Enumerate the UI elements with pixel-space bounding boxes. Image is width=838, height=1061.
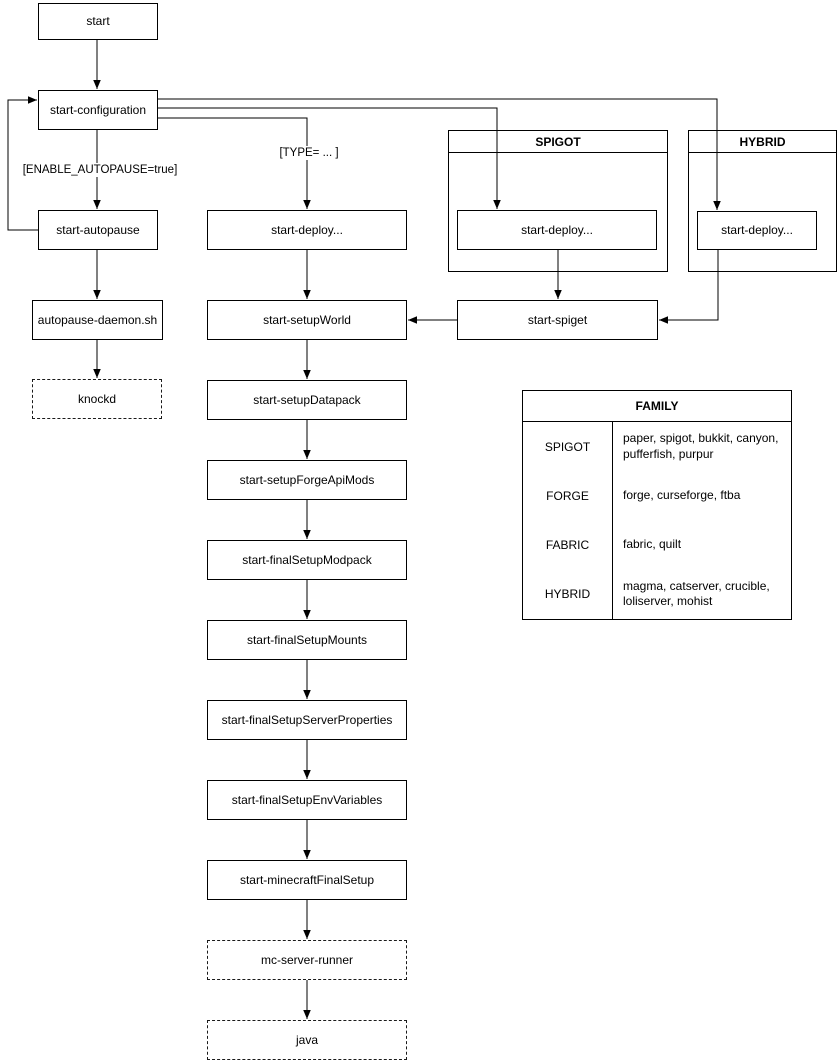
- family-cell: FABRIC: [523, 520, 613, 570]
- node-start-final-setup-modpack: start-finalSetupModpack: [207, 540, 407, 580]
- servers-cell: fabric, quilt: [623, 537, 682, 552]
- node-start-setup-world: start-setupWorld: [207, 300, 407, 340]
- family-cell: FORGE: [523, 471, 613, 521]
- node-start-setup-forge-api-mods: start-setupForgeApiMods: [207, 460, 407, 500]
- group-spigot-title: SPIGOT: [449, 131, 667, 153]
- group-hybrid: HYBRID: [688, 130, 837, 272]
- family-table-title: FAMILY: [523, 391, 791, 422]
- node-start-spiget: start-spiget: [457, 300, 658, 340]
- node-start-configuration: start-configuration: [38, 90, 158, 130]
- node-start-final-setup-server-properties: start-finalSetupServerProperties: [207, 700, 407, 740]
- node-start-deploy-main: start-deploy...: [207, 210, 407, 250]
- table-row: HYBRID magma, catserver, crucible, lolis…: [523, 569, 791, 619]
- node-start-final-setup-mounts: start-finalSetupMounts: [207, 620, 407, 660]
- table-row: SPIGOT paper, spigot, bukkit, canyon, pu…: [523, 422, 791, 472]
- servers-cell: paper, spigot, bukkit, canyon, pufferfis…: [623, 431, 779, 461]
- group-hybrid-title: HYBRID: [689, 131, 836, 153]
- edge-label-type: [TYPE= ... ]: [262, 146, 356, 160]
- family-cell: HYBRID: [523, 569, 613, 619]
- node-java: java: [207, 1020, 407, 1060]
- edge-label-enable-autopause: [ENABLE_AUTOPAUSE=true]: [9, 163, 191, 177]
- node-start-minecraft-final-setup: start-minecraftFinalSetup: [207, 860, 407, 900]
- node-autopause-daemon: autopause-daemon.sh: [32, 300, 163, 340]
- node-start: start: [38, 3, 158, 40]
- group-spigot: SPIGOT: [448, 130, 668, 272]
- node-start-autopause: start-autopause: [38, 210, 158, 250]
- node-spigot-start-deploy: start-deploy...: [457, 210, 657, 250]
- family-table-body: SPIGOT paper, spigot, bukkit, canyon, pu…: [523, 422, 791, 619]
- table-row: FORGE forge, curseforge, ftba: [523, 471, 791, 521]
- family-table: FAMILY SPIGOT paper, spigot, bukkit, can…: [522, 390, 792, 620]
- node-start-final-setup-env-variables: start-finalSetupEnvVariables: [207, 780, 407, 820]
- table-row: FABRIC fabric, quilt: [523, 520, 791, 570]
- servers-cell: forge, curseforge, ftba: [623, 488, 741, 503]
- family-cell: SPIGOT: [523, 422, 613, 472]
- node-hybrid-start-deploy: start-deploy...: [697, 211, 817, 250]
- servers-cell: magma, catserver, crucible, loliserver, …: [623, 578, 770, 609]
- node-start-setup-datapack: start-setupDatapack: [207, 380, 407, 420]
- node-mc-server-runner: mc-server-runner: [207, 940, 407, 980]
- node-knockd: knockd: [32, 379, 162, 419]
